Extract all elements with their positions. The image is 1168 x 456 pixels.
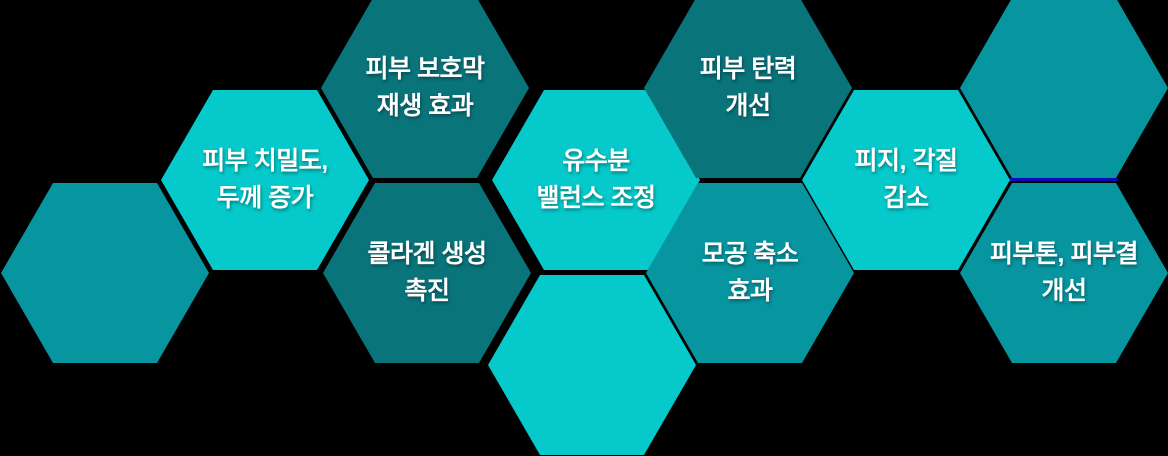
hexagon-empty-bottom [488, 275, 696, 455]
hexagon-label-line: 촉진 [404, 277, 450, 305]
hexagon-label: 피부 치밀도, 두께 증가 [202, 143, 328, 217]
hexagon-label-line: 개선 [725, 92, 771, 120]
hexagon-label-line: 재생 효과 [376, 92, 474, 120]
hexagon-label-line: 피부 탄력 [699, 55, 797, 83]
hexagon-label-line: 피지, 각질 [854, 147, 958, 175]
hexagon-empty-left [1, 183, 209, 363]
hexagon-label-line: 효과 [727, 277, 773, 305]
hexagon-label-line: 유수분 [562, 147, 630, 175]
hexagon-label-line: 두께 증가 [216, 184, 314, 212]
hexagon-label-line: 콜라겐 생성 [367, 240, 487, 268]
hexagon-label-line: 개선 [1041, 277, 1087, 305]
hexagon-label-line: 피부톤, 피부결 [990, 240, 1138, 268]
hexagon-label-line: 모공 축소 [701, 240, 799, 268]
navy-divider-line [1010, 178, 1118, 181]
hexagon-label-line: 피부 치밀도, [202, 147, 328, 175]
hexagon-label-line: 밸런스 조정 [536, 184, 656, 212]
hexagon-label-line: 피부 보호막 [365, 55, 485, 83]
hexagon-label-line: 감소 [883, 184, 929, 212]
